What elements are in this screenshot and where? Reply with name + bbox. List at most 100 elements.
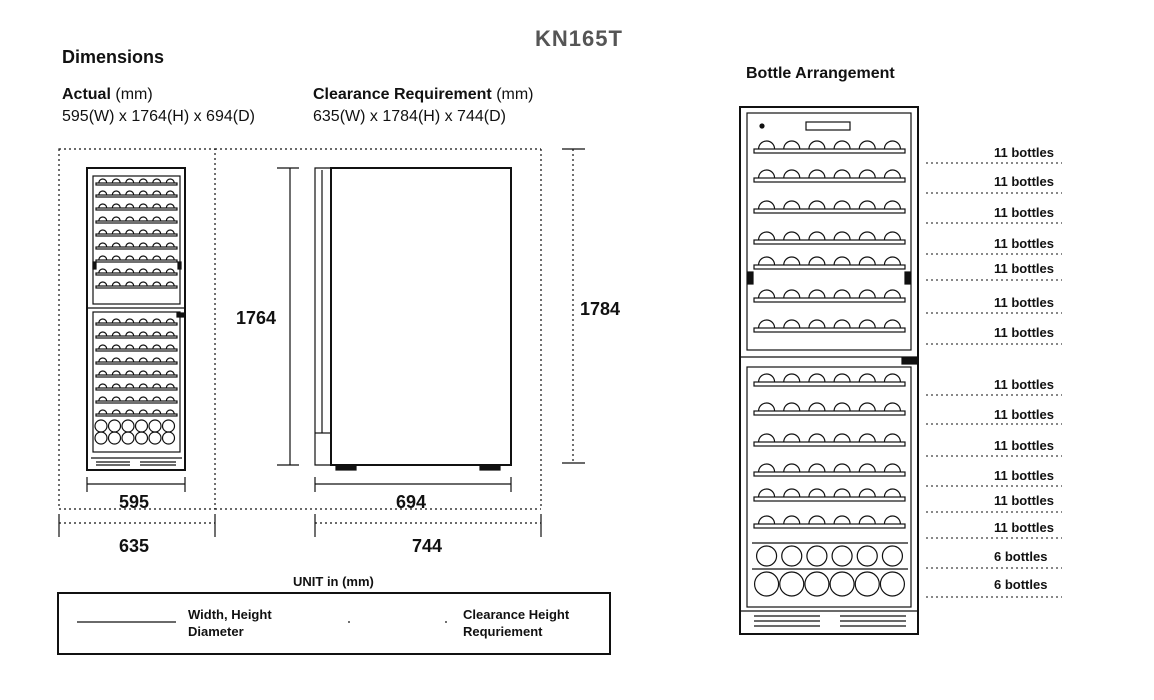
bottle-icon <box>138 331 148 337</box>
bottle-icon <box>808 488 826 498</box>
bottle-icon <box>125 229 135 235</box>
shelf-rail <box>95 387 178 391</box>
actual-title: Actual (mm) <box>62 86 153 104</box>
bottle-icon <box>883 140 902 150</box>
bottle-icon <box>883 231 902 241</box>
bottle-icon <box>757 463 776 473</box>
shelf-bottle-count: 11 bottles <box>994 520 1054 535</box>
clearance-height-label: 1784 <box>580 299 621 319</box>
bottle-icon <box>138 370 148 376</box>
bottle-icon <box>883 319 902 329</box>
bottle-icon <box>138 216 148 222</box>
bottle-icon <box>165 396 175 402</box>
bottle-icon <box>808 169 826 179</box>
bottle-icon <box>125 409 135 415</box>
bottle-icon <box>98 357 108 363</box>
bottle-icon <box>152 281 162 287</box>
shelf-rail <box>95 322 178 326</box>
bottle-icon <box>165 203 175 209</box>
bottle-icon <box>757 433 776 443</box>
bottle-icon <box>757 200 776 210</box>
bottle-icon <box>858 515 876 525</box>
side-clearance-depth-label: 744 <box>412 536 443 556</box>
bottle-icon <box>111 229 121 235</box>
bottle-icon <box>111 281 121 287</box>
bottle-icon <box>165 281 175 287</box>
bottle-icon <box>858 289 876 299</box>
bottle-icon <box>125 268 135 274</box>
bottle-icon <box>111 242 121 248</box>
shelf-rail <box>95 374 178 378</box>
bottle-icon <box>125 281 135 287</box>
bottle-icon <box>125 318 135 324</box>
bottle-icon <box>152 203 162 209</box>
bottle-icon <box>134 419 149 433</box>
shelf-rail <box>753 148 906 154</box>
bottle-icon <box>808 319 826 329</box>
bottle-icon <box>808 140 826 150</box>
bottle-icon <box>121 419 135 433</box>
shelf-rail <box>753 208 906 214</box>
bottle-icon <box>98 203 108 209</box>
bottle-icon <box>165 357 175 363</box>
bottle-icon <box>757 488 776 498</box>
bottle-icon <box>161 419 176 433</box>
bottle-icon <box>783 169 801 179</box>
bottle-icon <box>858 433 876 443</box>
bottle-icon <box>134 431 149 445</box>
legend-dashed-line2: Requriement <box>463 624 543 639</box>
bottle-icon <box>165 318 175 324</box>
bottle-icon <box>783 319 801 329</box>
shelf-bottle-count: 11 bottles <box>994 205 1054 220</box>
shelf-rail <box>753 327 906 333</box>
bottle-icon <box>98 383 108 389</box>
bottle-icon <box>107 431 122 445</box>
bottle-icon <box>165 409 175 415</box>
shelf-rail <box>753 177 906 183</box>
bottle-icon <box>757 515 776 525</box>
bottle-icon <box>757 140 776 150</box>
bottle-icon <box>833 515 851 525</box>
shelf-bottle-count: 11 bottles <box>994 145 1054 160</box>
side-view <box>314 167 512 471</box>
bottle-icon <box>98 409 108 415</box>
bottle-icon <box>833 488 851 498</box>
bottle-icon <box>98 318 108 324</box>
shelf-rail <box>95 348 178 352</box>
bottle-icon <box>152 242 162 248</box>
bottle-icon <box>165 370 175 376</box>
shelf-rail <box>95 259 178 263</box>
bottle-icon <box>783 515 801 525</box>
bottle-icon <box>804 571 830 597</box>
bottle-icon <box>883 488 902 498</box>
shelf-rail <box>753 410 906 416</box>
shelf-rail <box>95 413 178 417</box>
actual-label: Actual <box>62 86 111 103</box>
bottle-icon <box>111 255 121 261</box>
shelf-rail <box>753 471 906 477</box>
bottle-icon <box>783 140 801 150</box>
shelf-bottle-count: 11 bottles <box>994 407 1054 422</box>
bottle-icon <box>138 383 148 389</box>
clearance-value: 635(W) x 1784(H) x 744(D) <box>313 108 506 125</box>
bottle-icon <box>783 402 801 412</box>
bottle-icon <box>152 190 162 196</box>
bottle-icon <box>833 433 851 443</box>
bottle-icon <box>757 319 776 329</box>
shelf-rail <box>95 220 178 224</box>
front-width-label: 595 <box>119 492 150 512</box>
legend-item-dashed: Clearance Height Requriement <box>463 606 569 640</box>
bottle-icon <box>138 281 148 287</box>
bottle-icon <box>125 331 135 337</box>
bottle-icon <box>165 268 175 274</box>
bottle-icon <box>757 169 776 179</box>
bottle-icon <box>753 571 780 597</box>
bottle-icon <box>808 433 826 443</box>
bottle-icon <box>858 488 876 498</box>
bottle-icon <box>165 229 175 235</box>
bottle-icon <box>152 255 162 261</box>
shelf-rail <box>753 523 906 529</box>
bottle-icon <box>98 216 108 222</box>
bottle-icon <box>138 255 148 261</box>
bottle-icon <box>883 433 902 443</box>
